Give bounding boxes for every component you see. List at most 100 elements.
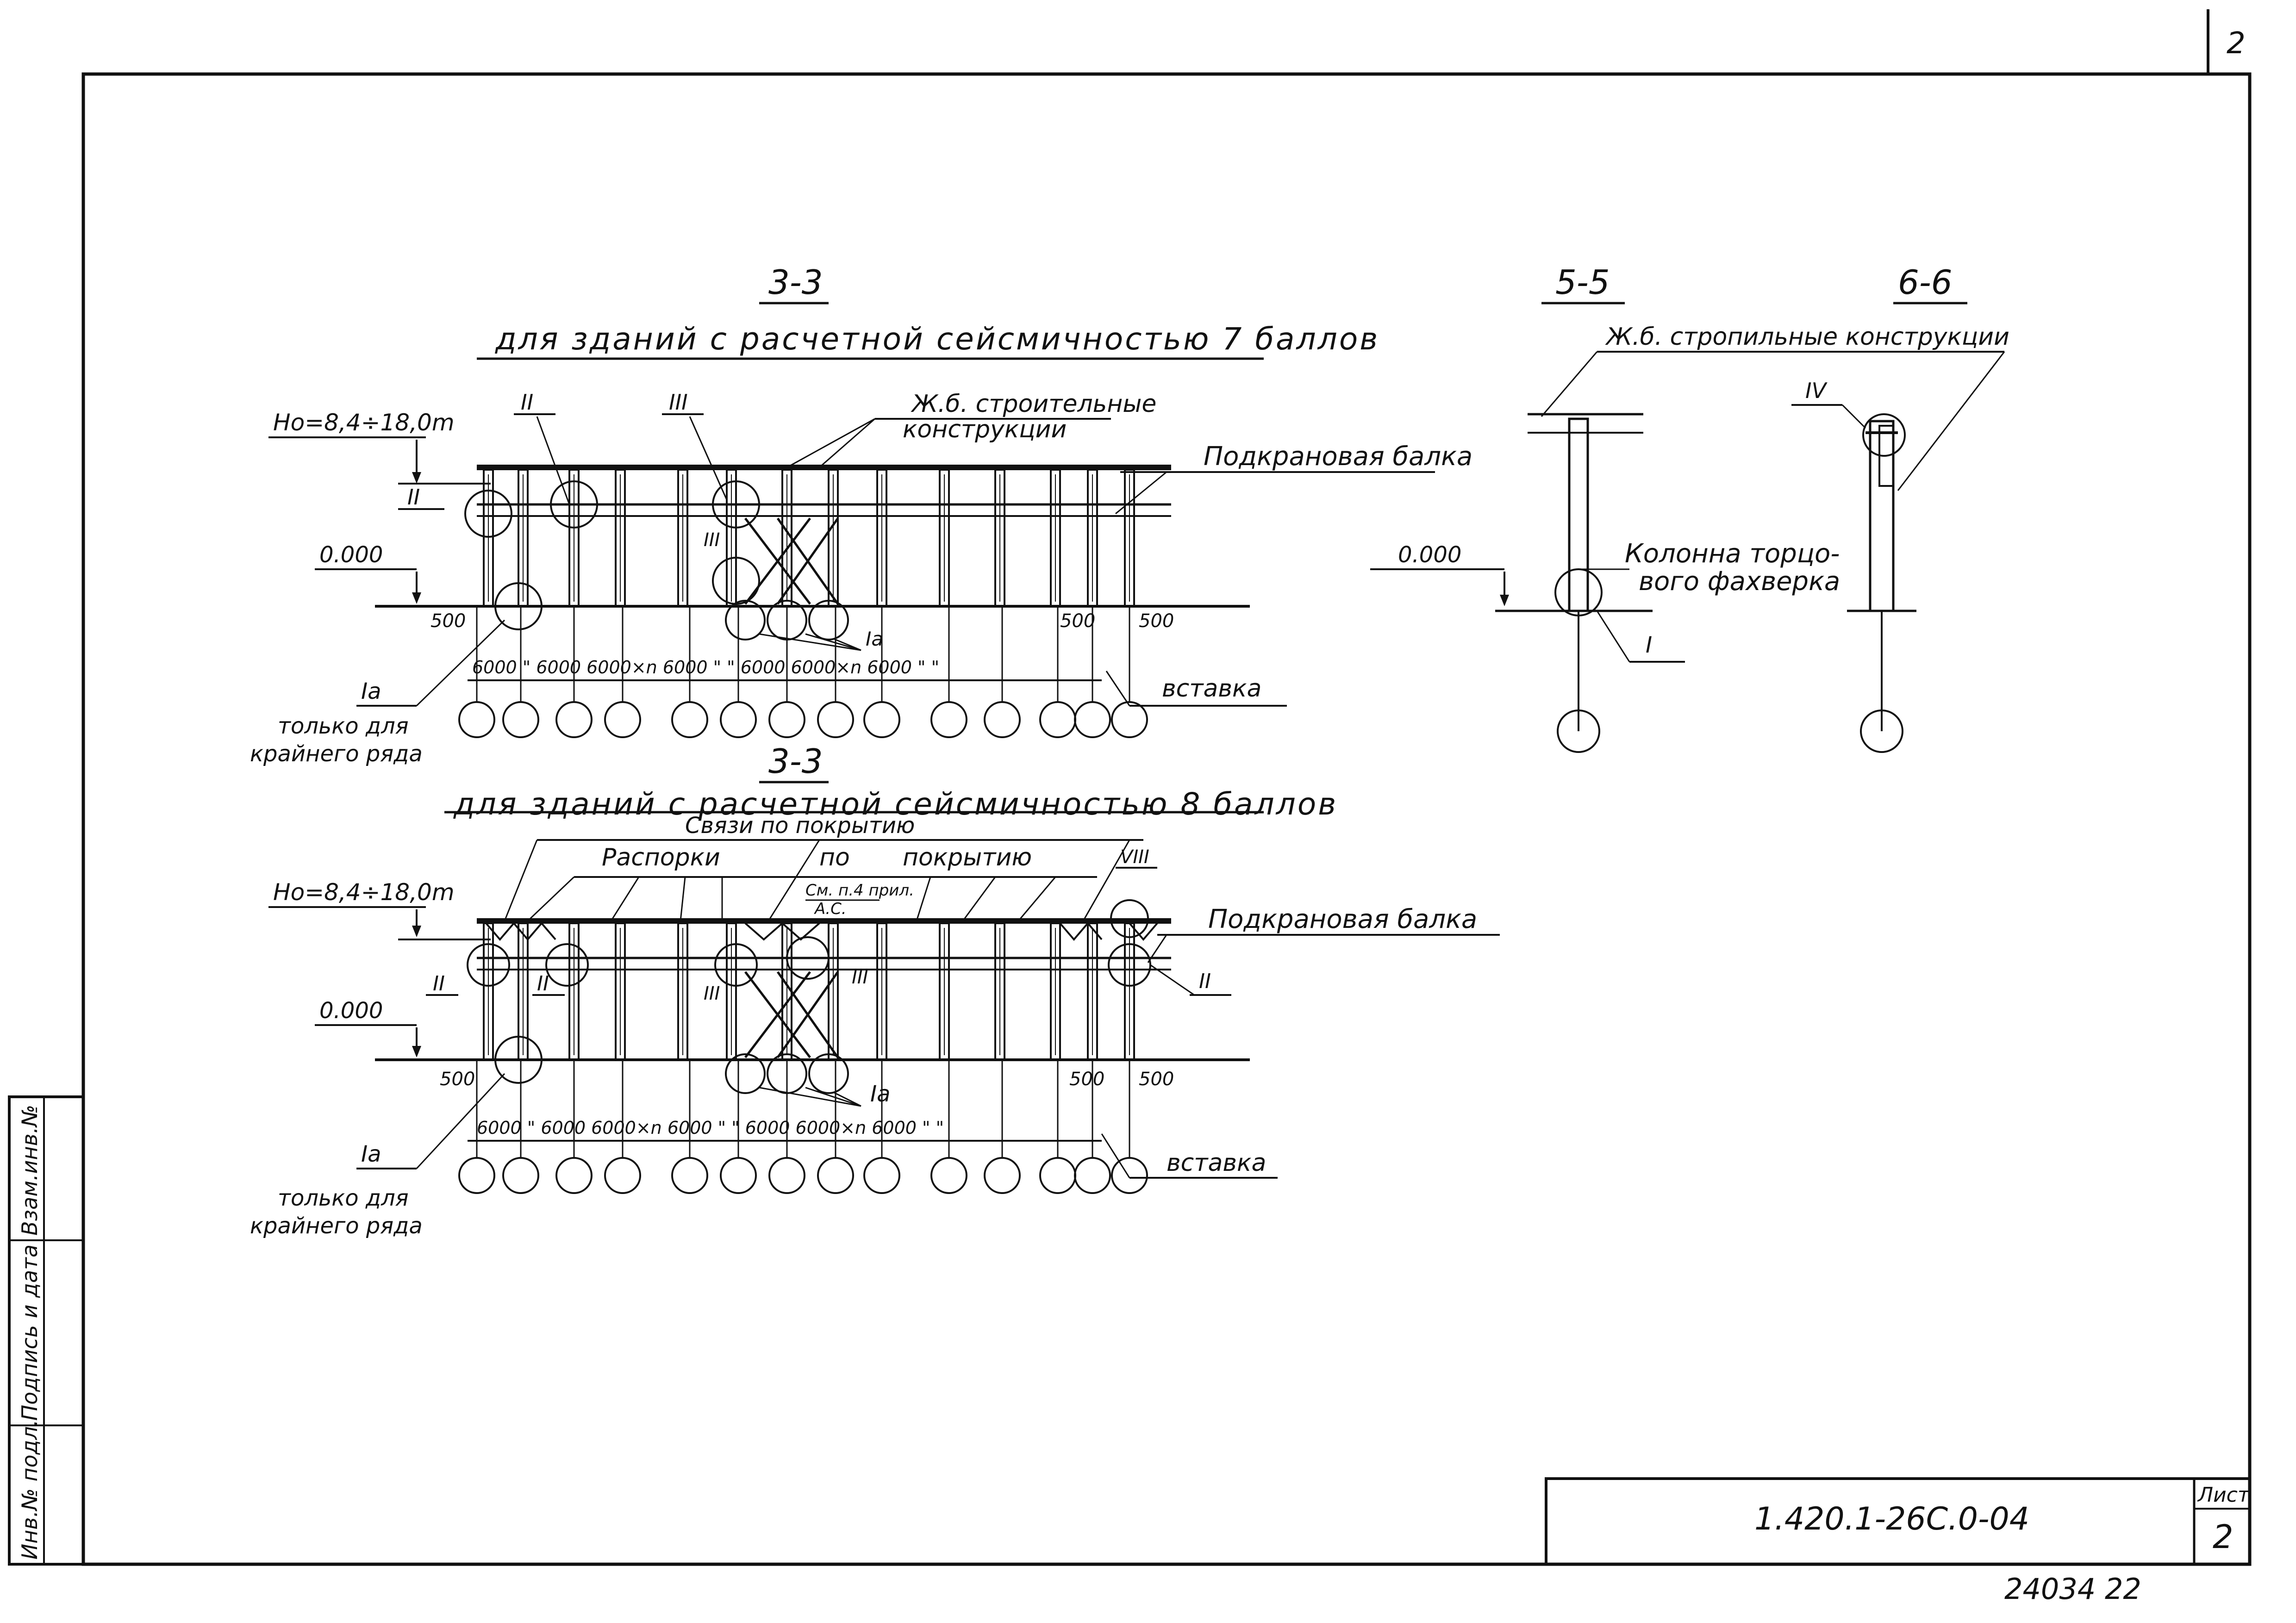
insert-top: вставка — [1162, 675, 1261, 703]
bracing-roof: Связи по покрытию — [685, 813, 915, 839]
stamp-inv-no: Инв.№ подл. — [17, 1419, 42, 1560]
end-column-1: Колонна торцо- — [1625, 539, 1840, 569]
bottom-axis-bubble — [1111, 1157, 1148, 1194]
top-axis-bubble — [671, 701, 708, 738]
top-axis-bubble — [768, 701, 805, 738]
side-stamp: Инв.№ подл. Подпись и дата Взам.инв.№ — [8, 1095, 85, 1566]
top-axis-bubble — [1074, 701, 1111, 738]
height-label-bottom: Hо=8,4÷18,0m — [273, 879, 455, 906]
top-axis-bubble — [1111, 701, 1148, 738]
bottom-axis-bubble — [863, 1157, 900, 1194]
bottom-column — [677, 922, 688, 1061]
corner-number: 2 — [2227, 26, 2246, 61]
stamp-signature-date: Подпись и дата — [17, 1244, 42, 1421]
section-5-5: 5-5 0.000 Колонна торцо- вого фахверка I — [1370, 263, 1840, 753]
bottom-column — [1050, 922, 1061, 1061]
drawing-code: 1.420.1-26С.0-04 — [1754, 1501, 2029, 1537]
label-II-top-b: II — [521, 390, 533, 415]
top-axis-bubble — [1039, 701, 1076, 738]
top-column — [483, 469, 494, 607]
bottom-axis-bubble — [671, 1157, 708, 1194]
top-axis-bubble — [502, 701, 539, 738]
level-label-5-5: 0.000 — [1398, 542, 1461, 568]
note-line1: См. п.4 прил. — [805, 881, 914, 900]
label-III-bottom-a: III — [704, 983, 720, 1004]
roof-rc-6-6: Ж.б. стропильные конструкции — [1605, 323, 2009, 351]
top-axis-bubble — [930, 701, 967, 738]
struts-roof-1: по — [819, 844, 850, 871]
label-II-bottom-left: II — [433, 972, 445, 995]
struts-roof-2: покрытию — [903, 844, 1032, 871]
stamp-replace-inv: Взам.инв.№ — [17, 1105, 42, 1236]
spans-top: 6000 " 6000 6000×n 6000 " " 6000 6000×n … — [472, 657, 939, 678]
axis-markers-top — [458, 606, 1148, 738]
label-Ia-top: Iа — [361, 678, 381, 704]
top-column — [1050, 469, 1061, 607]
only-outer-row-top-2: крайнего ряда — [250, 741, 423, 767]
sheet-frame — [81, 9, 2252, 1566]
top-column — [994, 469, 1005, 607]
bottom-axis-bubble — [1074, 1157, 1111, 1194]
top-column — [828, 469, 839, 607]
footer-number: 24034 22 — [2004, 1572, 2141, 1606]
label-II-bottom-right: II — [1199, 970, 1211, 993]
label-Ia-bottom: Iа — [361, 1141, 381, 1167]
label-II-bottom-mid: II — [537, 972, 549, 995]
top-column — [677, 469, 688, 607]
top-axis-bubble — [817, 701, 854, 738]
section-3-3-bottom: 3-3 для зданий с расчетной сейсмичностью… — [250, 742, 1500, 1239]
crane-beam-top: Подкрановая балка — [1204, 442, 1472, 472]
bottom-column — [518, 922, 529, 1061]
only-outer-row-bottom-1: только для — [278, 1185, 409, 1211]
dim-500-top-right-b: 500 — [1139, 610, 1174, 632]
label-VIII: VIII — [1120, 846, 1149, 868]
level-label-top: 0.000 — [319, 542, 383, 568]
label-III-bottom-b: III — [852, 967, 868, 988]
label-III-top-b: III — [704, 529, 720, 551]
dim-500-top-right-a: 500 — [1060, 610, 1095, 632]
bottom-axis-bubble — [817, 1157, 854, 1194]
section-6-6: 6-6 Ж.б. стропильные конструкции IV — [1541, 263, 2009, 753]
sheet-label: Лист — [2197, 1483, 2250, 1507]
bottom-axis-bubble — [930, 1157, 967, 1194]
top-axis-bubble — [863, 701, 900, 738]
section-6-6-title: 6-6 — [1898, 263, 1953, 302]
bottom-axis-bubble — [1039, 1157, 1076, 1194]
section-3-3-top: 3-3 для зданий с расчетной сейсмичностью… — [250, 263, 1472, 767]
top-axis-bubble — [458, 701, 495, 738]
crane-beam-bottom: Подкрановая балка — [1208, 904, 1477, 934]
spans-bottom: 6000 " 6000 6000×n 6000 " " 6000 6000×n … — [477, 1118, 944, 1138]
section-bottom-subtitle: для зданий с расчетной сейсмичностью 8 б… — [453, 786, 1338, 822]
rc-callout-line2: конструкции — [903, 416, 1067, 443]
bottom-column — [615, 922, 626, 1061]
bottom-column — [483, 922, 494, 1061]
columns-bottom — [483, 922, 1135, 1061]
dim-500-bottom-right-a: 500 — [1069, 1069, 1104, 1090]
label-Ia-top-mid: Iа — [866, 628, 883, 650]
bottom-column — [994, 922, 1005, 1061]
top-column — [615, 469, 626, 607]
top-axis-bubble — [720, 701, 757, 738]
top-axis-bubble — [555, 701, 593, 738]
dim-500-bottom-left: 500 — [440, 1069, 475, 1090]
label-Ia-bottom-mid: Iа — [870, 1081, 891, 1107]
axis-markers-bottom — [458, 1060, 1148, 1194]
bottom-axis-bubble — [720, 1157, 757, 1194]
struts: Распорки — [602, 844, 720, 871]
dim-500-bottom-right-b: 500 — [1139, 1069, 1174, 1090]
bottom-column — [828, 922, 839, 1061]
section-top-title: 3-3 — [768, 263, 823, 302]
end-column-2: вого фахверка — [1639, 566, 1840, 597]
section-bottom-title: 3-3 — [768, 742, 823, 781]
section-5-5-title: 5-5 — [1555, 263, 1610, 302]
top-column — [518, 469, 529, 607]
label-IV: IV — [1805, 378, 1828, 403]
bottom-axis-bubble — [502, 1157, 539, 1194]
label-III-top-a: III — [669, 390, 688, 415]
top-axis-bubble — [984, 701, 1021, 738]
label-I: I — [1646, 632, 1652, 658]
only-outer-row-bottom-2: крайнего ряда — [250, 1213, 423, 1239]
section-top-subtitle: для зданий с расчетной сейсмичностью 7 б… — [495, 321, 1379, 357]
dim-500-top-left: 500 — [430, 610, 466, 632]
